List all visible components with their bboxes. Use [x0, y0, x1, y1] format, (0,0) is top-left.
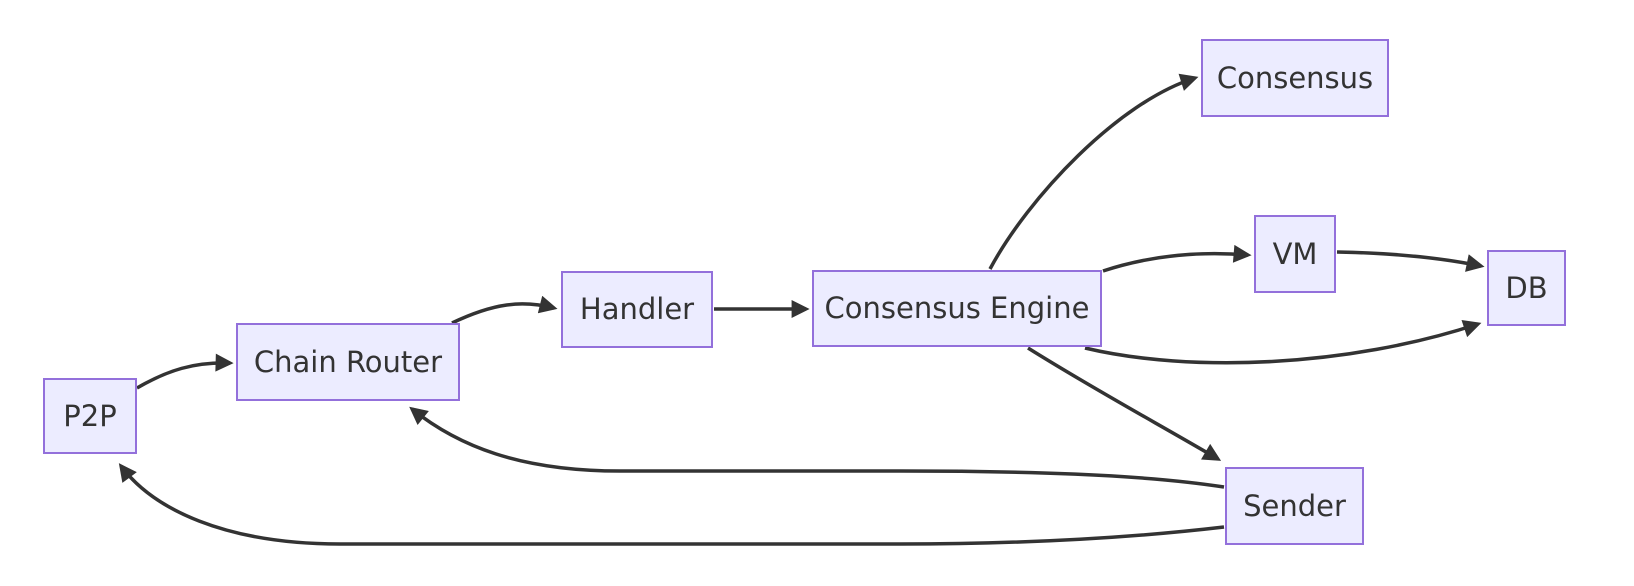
node-consensus-label: Consensus — [1216, 60, 1374, 95]
node-chain-router: Chain Router — [236, 323, 460, 401]
node-vm: VM — [1254, 215, 1336, 293]
node-consensus-engine: Consensus Engine — [812, 270, 1102, 347]
node-handler-label: Handler — [579, 292, 695, 327]
node-sender: Sender — [1225, 467, 1364, 545]
edge-chain-router-to-handler — [451, 295, 558, 325]
edge-vm-to-db — [1336, 250, 1485, 272]
node-p2p-label: P2P — [63, 398, 117, 433]
edge-consensus-engine-to-consensus — [988, 73, 1199, 270]
node-chain-router-label: Chain Router — [253, 344, 443, 379]
node-db-label: DB — [1505, 270, 1548, 305]
node-p2p: P2P — [43, 378, 137, 454]
node-consensus-engine-label: Consensus Engine — [824, 291, 1090, 326]
edge-consensus-engine-to-vm — [1102, 244, 1252, 273]
node-db: DB — [1487, 250, 1566, 326]
edge-p2p-to-chain-router — [136, 353, 234, 390]
node-sender-label: Sender — [1243, 488, 1346, 523]
node-vm-label: VM — [1272, 236, 1318, 271]
edge-consensus-engine-to-db — [1084, 319, 1482, 365]
edge-sender-to-p2p — [118, 463, 1225, 546]
edge-consensus-engine-to-sender — [1027, 346, 1222, 461]
node-consensus: Consensus — [1201, 39, 1389, 117]
edge-sender-to-chain-router — [409, 406, 1225, 489]
node-handler: Handler — [561, 271, 713, 348]
